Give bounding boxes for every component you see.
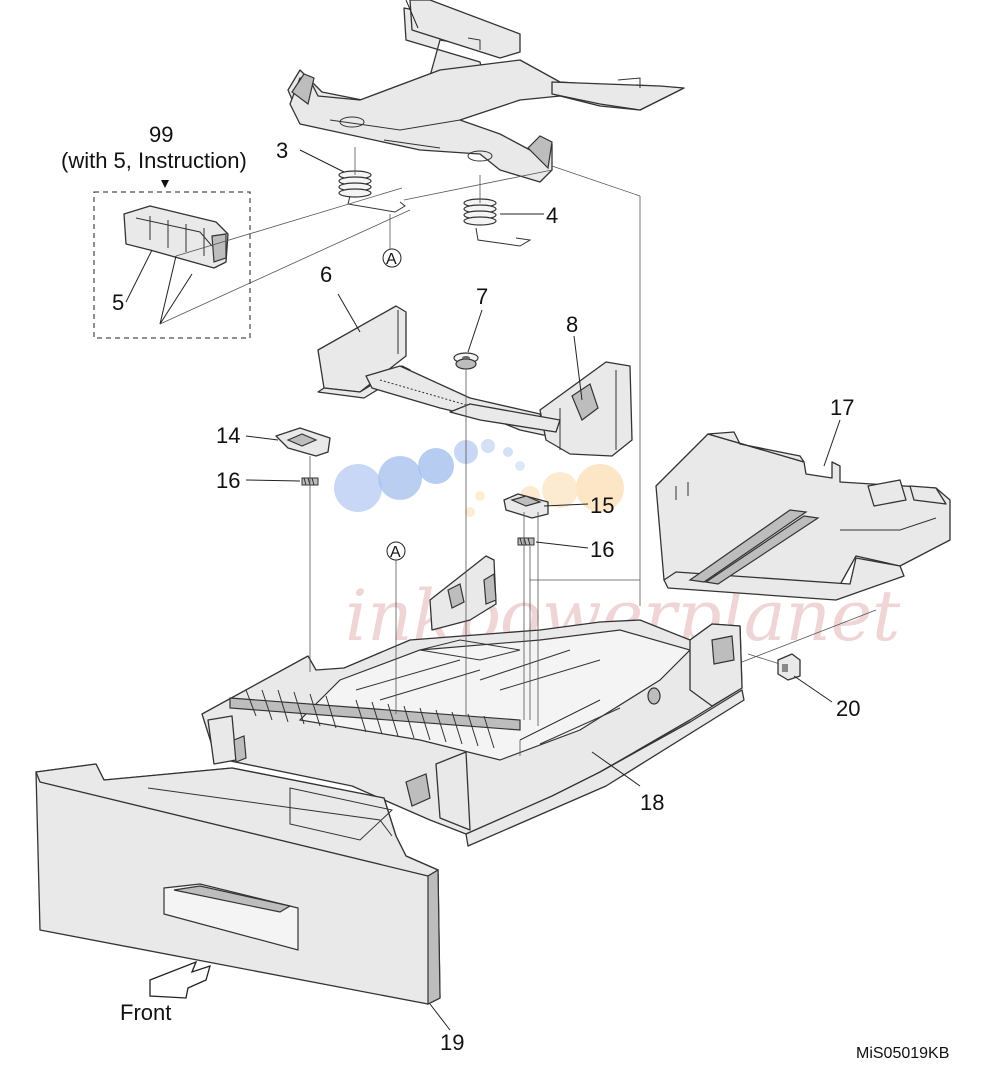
ref-a-top: A [386, 251, 397, 268]
kit-99-box [93, 180, 251, 339]
callout-8: 8 [566, 312, 578, 337]
leader-lines [245, 149, 841, 1031]
part-18-tray-frame [201, 555, 745, 847]
ref-a-bottom: A [390, 544, 401, 561]
callout-20: 20 [836, 696, 860, 721]
callout-6: 6 [320, 262, 332, 287]
callout-16-left: 16 [216, 468, 240, 493]
part-16-spring-right [517, 537, 535, 546]
part-15-lock [503, 493, 549, 519]
callout-99: 99 [149, 122, 173, 147]
part-14-lock [275, 427, 331, 457]
callout-99-note: (with 5, Instruction) [61, 148, 247, 173]
callout-18: 18 [640, 790, 664, 815]
part-5-retard-holder [123, 205, 229, 269]
callout-17: 17 [830, 395, 854, 420]
front-label: Front [120, 1000, 171, 1025]
callout-4: 4 [546, 203, 558, 228]
part-7-gear [453, 352, 479, 370]
callout-3: 3 [276, 138, 288, 163]
top-plate-assembly [287, 0, 685, 183]
callout-19: 19 [440, 1030, 464, 1055]
spring-4 [463, 175, 532, 247]
part-20-stopper [777, 653, 801, 681]
callout-14: 14 [216, 423, 240, 448]
callout-5: 5 [112, 290, 124, 315]
front-arrow-icon [149, 960, 211, 999]
callout-7: 7 [476, 284, 488, 309]
part-19-front-cover [35, 763, 441, 1005]
part-8-side-guide-right [365, 361, 633, 457]
part-17-extension-tray [655, 431, 951, 601]
callout-16-right: 16 [590, 537, 614, 562]
spring-3 [338, 147, 406, 213]
callout-15: 15 [590, 493, 614, 518]
figure-id: MiS05019KB [856, 1045, 949, 1062]
